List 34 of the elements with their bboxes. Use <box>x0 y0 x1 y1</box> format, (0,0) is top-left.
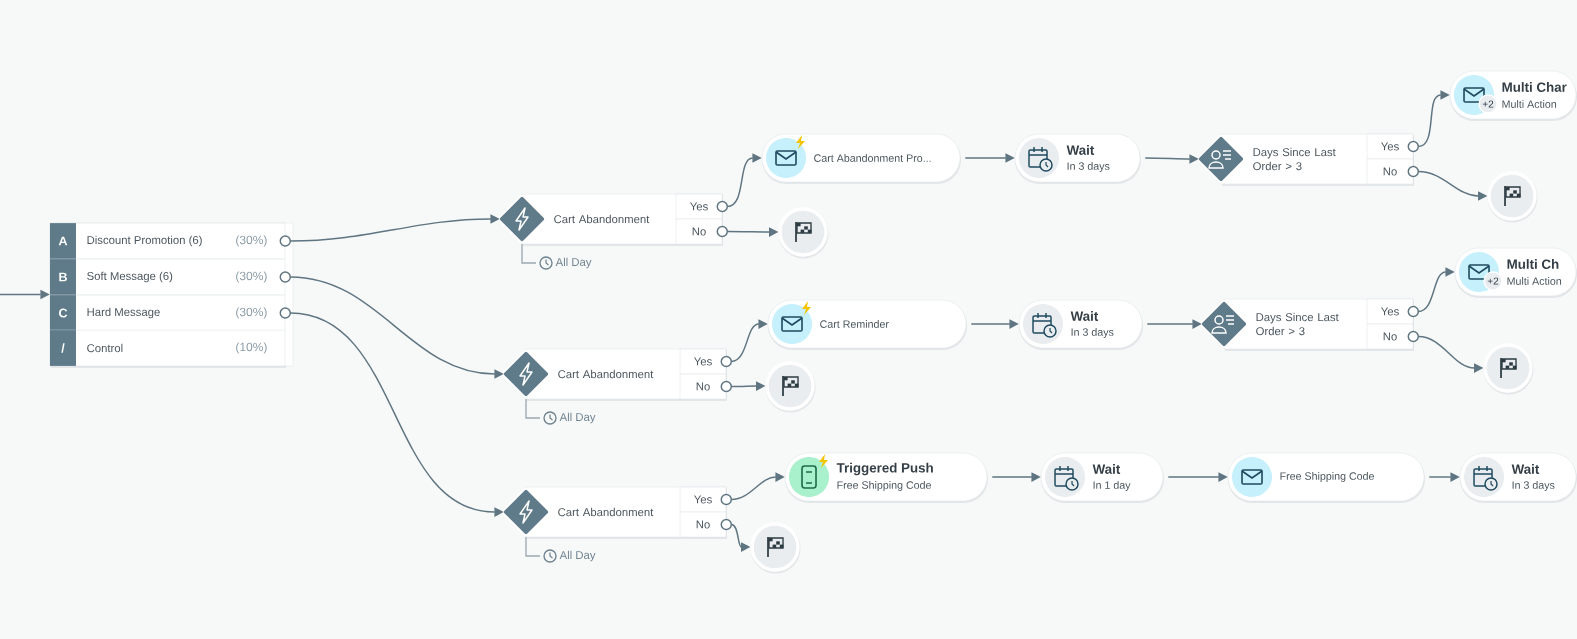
branch-port: No <box>679 511 732 538</box>
split-row: B Soft Message (6) (30%) <box>49 258 291 296</box>
wait-step: Wait In 3 days <box>1459 452 1577 503</box>
schedule-note: All Day <box>525 536 596 563</box>
branch-port: Yes <box>675 193 728 220</box>
count-badge: +2 <box>1478 94 1498 114</box>
wait-step: Wait In 3 days <box>1018 299 1143 350</box>
finish-circle <box>778 207 829 259</box>
email-step: Cart Reminder <box>767 299 967 350</box>
finish-circle <box>750 522 801 574</box>
branch-port: Yes <box>1366 298 1419 325</box>
branch-port: No <box>1366 323 1419 350</box>
email-step: +2 Multi Ch Multi Action <box>1454 247 1577 298</box>
push-step: Triggered Push Free Shipping Code <box>784 452 988 503</box>
split-row: A Discount Promotion (6) (30%) <box>49 222 291 260</box>
branch-port: No <box>679 373 732 400</box>
wait-step: Wait In 3 days <box>1014 133 1141 184</box>
wait-step: Wait In 1 day <box>1040 452 1164 503</box>
branch-port: No <box>675 218 728 245</box>
branch-port: Yes <box>1366 133 1419 160</box>
split-row: / Control (10%) <box>49 329 286 367</box>
schedule-note: All Day <box>525 398 596 425</box>
count-badge: +2 <box>1483 271 1503 291</box>
email-step: Cart Abandonment Pro... <box>761 133 961 184</box>
branch-port: Yes <box>679 348 732 375</box>
branch-port: No <box>1366 158 1419 185</box>
email-step: +2 Multi Char Multi Action <box>1449 70 1577 121</box>
split-row: C Hard Message (30%) <box>49 294 291 332</box>
schedule-note: All Day <box>521 243 592 270</box>
branch-port: Yes <box>679 486 732 513</box>
finish-circle <box>1483 343 1534 395</box>
finish-circle <box>765 361 816 413</box>
finish-circle <box>1487 171 1538 223</box>
email-step: Free Shipping Code <box>1227 452 1425 503</box>
